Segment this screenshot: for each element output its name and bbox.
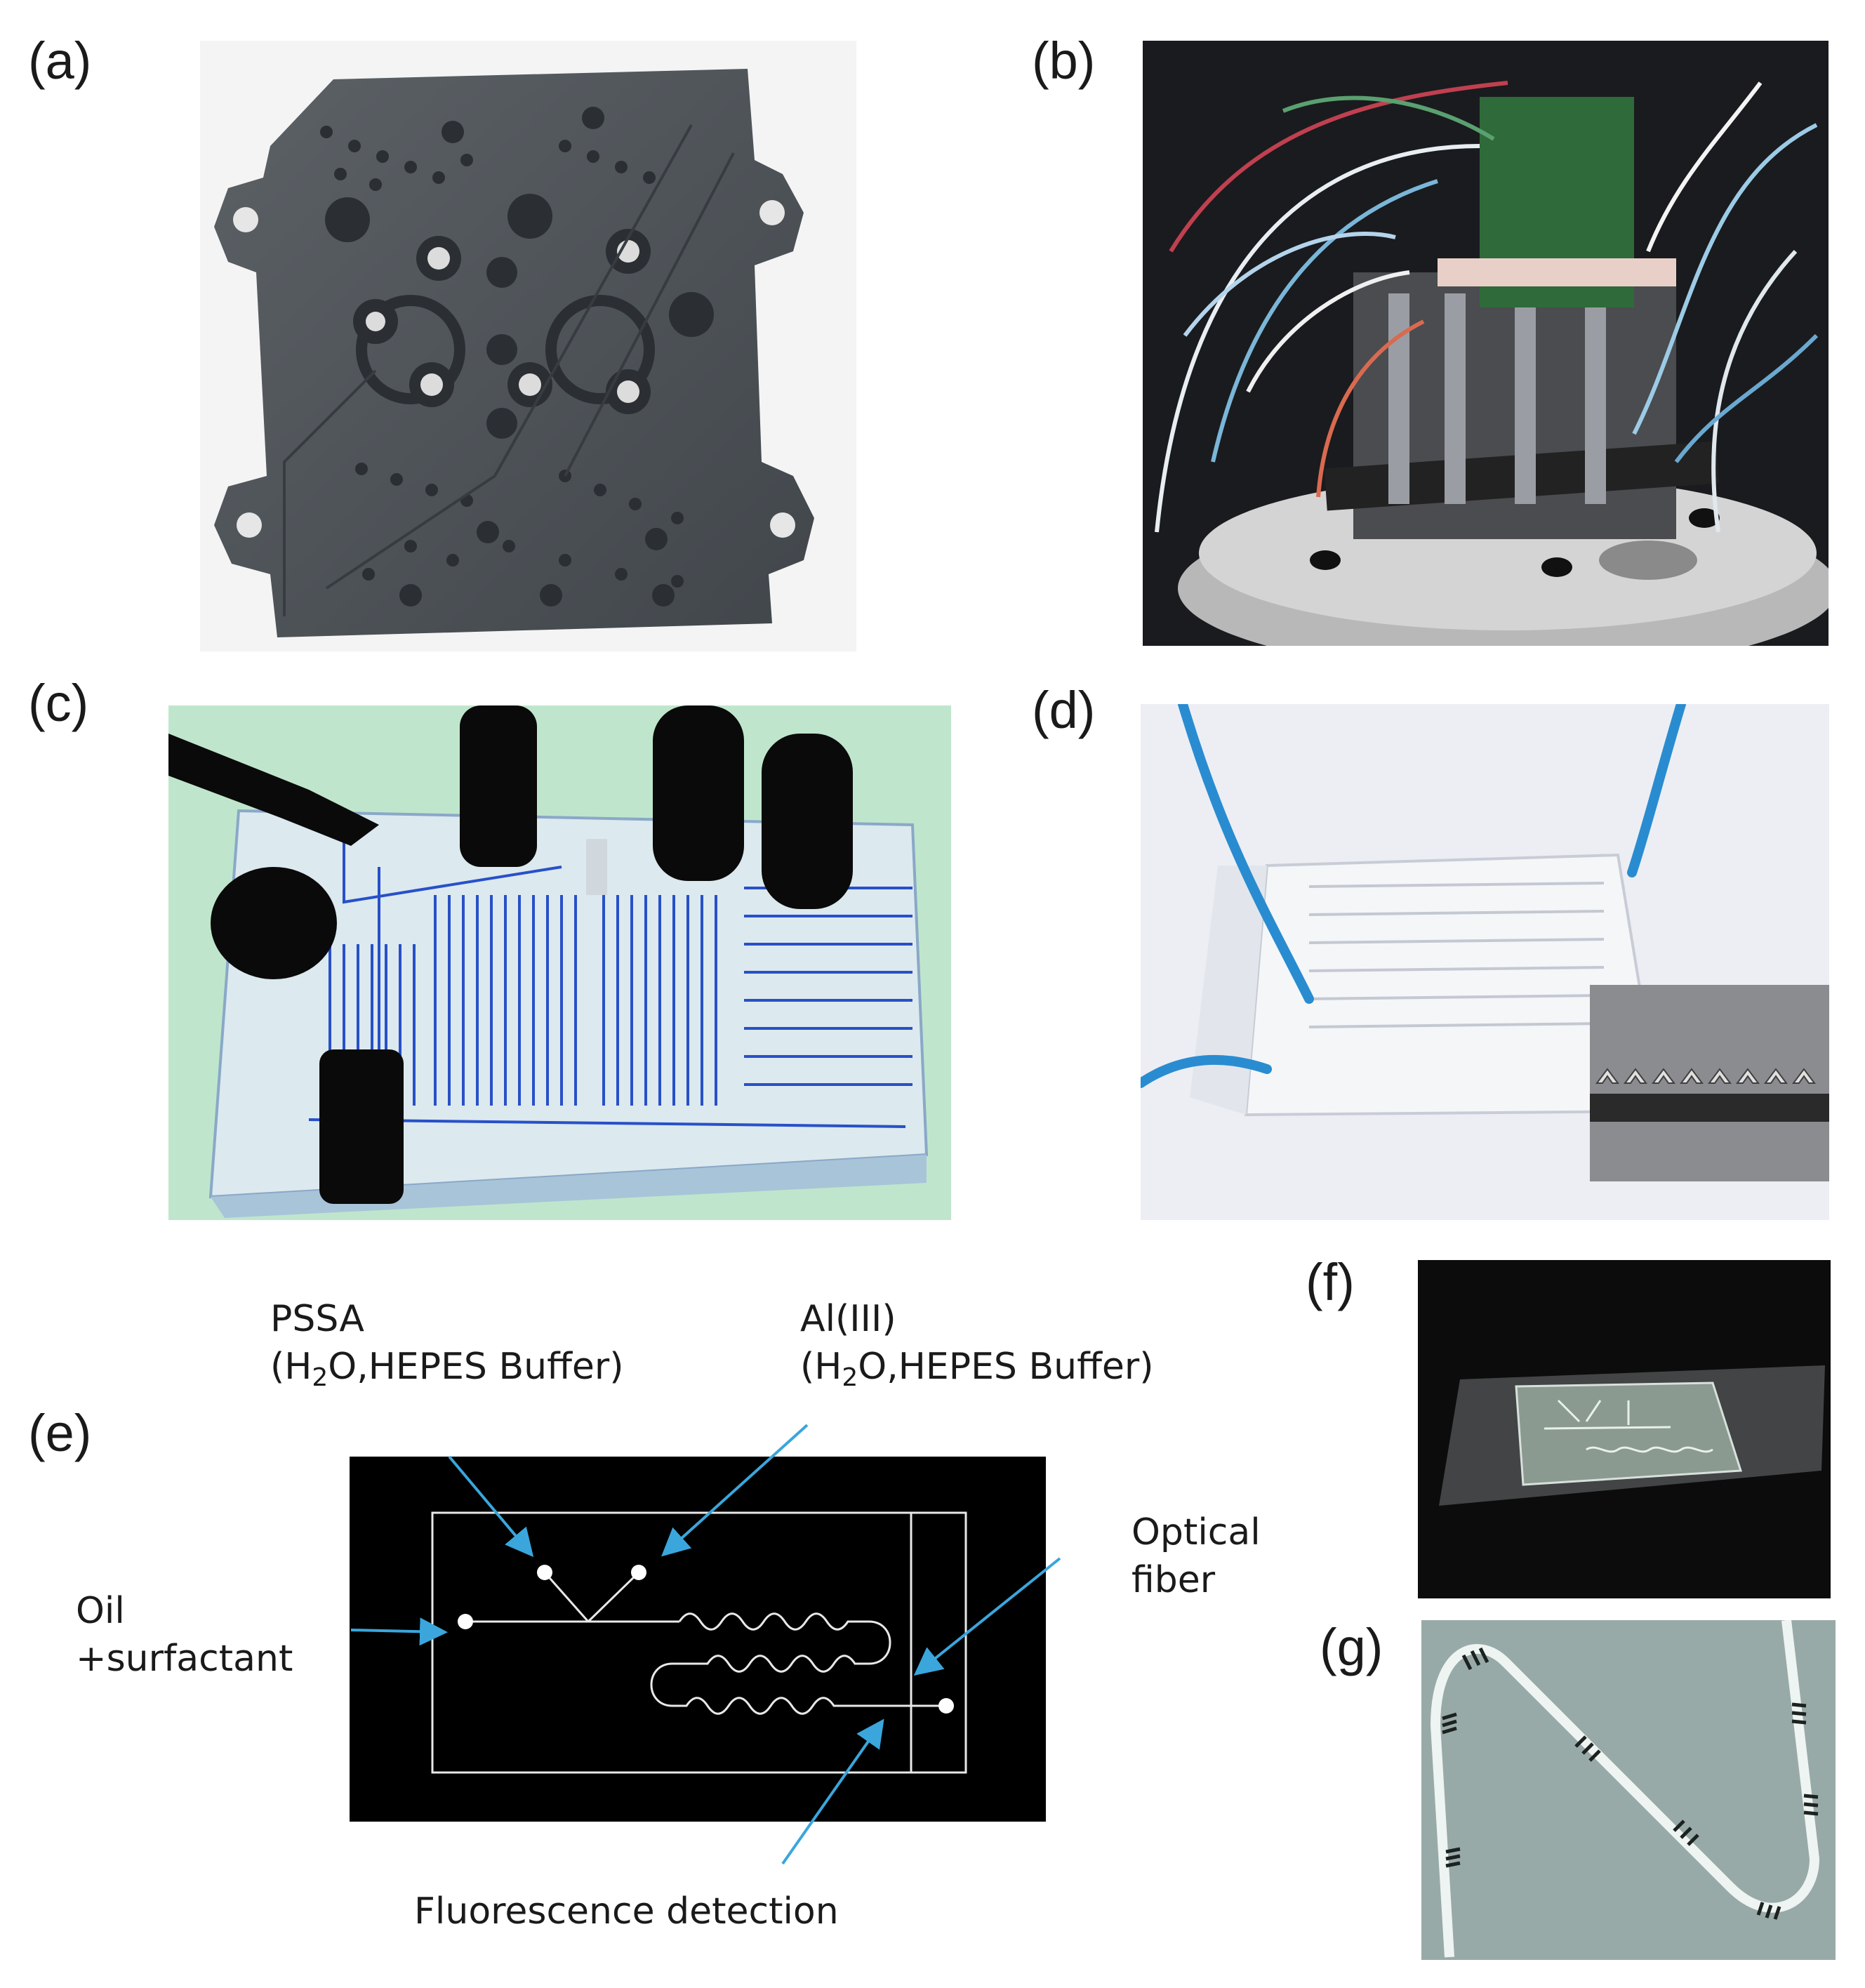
chip-schematic — [350, 1457, 1046, 1822]
photo-clear-chip-tubing — [1141, 704, 1829, 1220]
panel-label-a: (a) — [28, 32, 92, 90]
arrow-fluorescence — [781, 1718, 884, 1865]
panel-label-b: (b) — [1032, 32, 1096, 90]
panel-label-f: (f) — [1306, 1253, 1355, 1311]
panel-label-e: (e) — [28, 1404, 92, 1462]
arrow-optical-fiber — [913, 1557, 1061, 1676]
panel-label-g: (g) — [1320, 1618, 1383, 1676]
label-fluorescence-detection: Fluorescence detection — [414, 1890, 839, 1933]
arrow-pssa — [448, 1455, 534, 1558]
panel-label-c: (c) — [28, 674, 89, 732]
photo-chip-on-slide — [1418, 1260, 1831, 1598]
label-pssa: PSSA (H2O,HEPES Buffer) — [270, 1298, 624, 1392]
panel-label-d: (d) — [1032, 681, 1096, 739]
photo-serpentine-chip — [168, 705, 951, 1220]
label-al-iii: Al(III) (H2O,HEPES Buffer) — [800, 1298, 1154, 1392]
photo-instrument-wiring — [1143, 41, 1829, 646]
photo-manifold-plate — [200, 41, 856, 651]
label-oil-surfactant: Oil +surfactant — [76, 1590, 293, 1680]
label-optical-fiber: Optical fiber — [1131, 1511, 1261, 1601]
arrow-oil — [350, 1617, 448, 1646]
photo-droplet-channel — [1421, 1620, 1836, 1960]
arrow-al — [661, 1424, 809, 1557]
